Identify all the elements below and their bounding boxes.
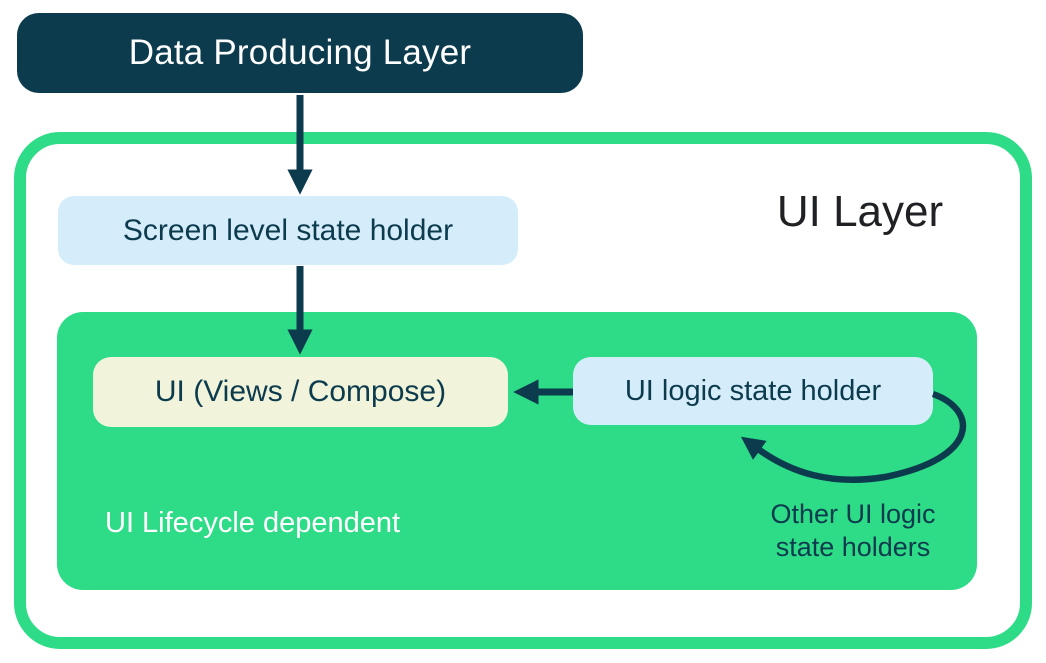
ui-logic-state-holder-box: UI logic state holder [573, 357, 933, 425]
screen-level-state-holder-box: Screen level state holder [58, 196, 518, 265]
ui-layer-title: UI Layer [776, 187, 944, 236]
ui-logic-state-holder-label: UI logic state holder [624, 374, 882, 407]
ui-lifecycle-dependent-label: UI Lifecycle dependent [105, 507, 401, 539]
screen-level-state-holder-label: Screen level state holder [122, 213, 454, 247]
other-ui-logic-state-holders-label: Other UI logic state holders [733, 498, 973, 564]
data-producing-layer-label: Data Producing Layer [128, 33, 472, 72]
ui-views-compose-box: UI (Views / Compose) [93, 357, 508, 427]
ui-views-compose-label: UI (Views / Compose) [154, 375, 447, 408]
other-ui-logic-state-holders-line2: state holders [775, 532, 931, 562]
other-ui-logic-state-holders-line1: Other UI logic [770, 499, 936, 529]
data-producing-layer-box: Data Producing Layer [17, 13, 583, 93]
